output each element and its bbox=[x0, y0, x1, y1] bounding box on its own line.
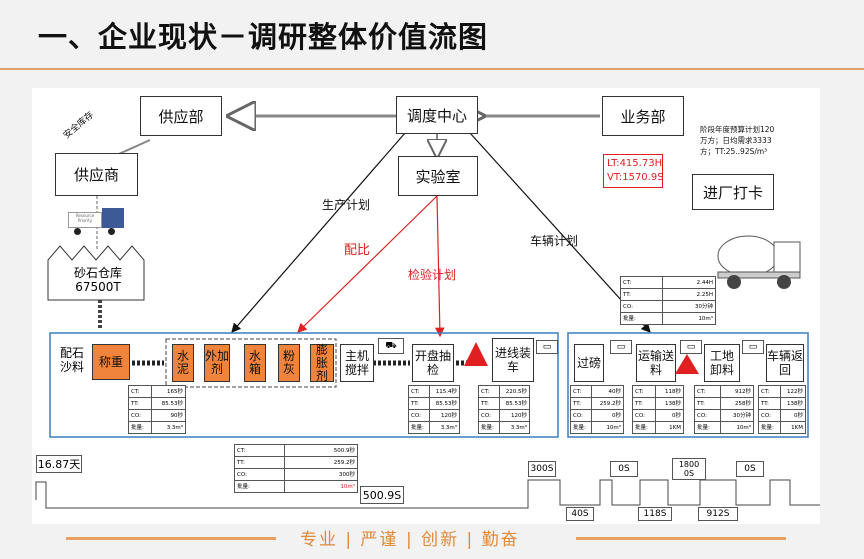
entry-note: 阶段年度预算计划120万方；日均需求3333方；TT:25..92S/m³ bbox=[700, 125, 775, 156]
transport-data-table: CT:118秒 TT:138秒 CO:0秒 批量:1KM bbox=[631, 385, 684, 434]
lead-time: LT:415.73H bbox=[607, 158, 663, 169]
loading-step: 进线装车 bbox=[492, 338, 534, 382]
title-divider bbox=[0, 68, 864, 70]
mixer-truck-icon bbox=[717, 235, 801, 289]
footer-line-left bbox=[66, 537, 276, 540]
timeline-total-days: 16.87天 bbox=[36, 455, 82, 473]
business-dept-box: 业务部 bbox=[602, 96, 684, 136]
open-check-data-table: CT:115.4秒 TT:85.53秒 CO:120秒 批量:3.3m³ bbox=[408, 385, 461, 434]
timeline-300s: 300S bbox=[528, 461, 556, 477]
expander-step: 膨胀剂 bbox=[310, 343, 334, 382]
timeline-1800s: 1800 0S bbox=[672, 458, 706, 480]
summary-data-table: CT:500.9秒 TT:259.2秒 CO:300秒 批量:10m³ bbox=[234, 444, 359, 493]
loading-data-table: CT:220.5秒 TT:85.53秒 CO:120秒 批量:3.3m³ bbox=[478, 385, 531, 434]
batching-step: 配石沙料 bbox=[60, 346, 85, 374]
timeline-912s: 912S bbox=[698, 507, 738, 521]
weigh-step: 称重 bbox=[92, 344, 130, 380]
entry-checkin-box: 进厂打卡 bbox=[692, 174, 774, 210]
vehicle-plan-label: 车辆计划 bbox=[530, 234, 579, 248]
weighbridge-step: 过磅 bbox=[574, 344, 604, 382]
supply-dept-box: 供应部 bbox=[140, 96, 222, 136]
supply-truck-icon: Resource Priority bbox=[68, 208, 128, 236]
site-unload-step: 工地卸料 bbox=[704, 344, 740, 382]
value-time: VT:1570.9S bbox=[607, 172, 664, 183]
truck-icon-1: ▭ bbox=[536, 340, 558, 354]
inventory-triangle-1 bbox=[464, 342, 488, 366]
truck-icon-4: ▭ bbox=[742, 340, 764, 354]
inspection-plan-label: 检验计划 bbox=[408, 268, 457, 282]
lt-vt-box: LT:415.73H VT:1570.9S bbox=[603, 154, 664, 188]
inspection-plan-line bbox=[435, 195, 445, 338]
raw-material-group bbox=[165, 338, 337, 388]
water-tank-step: 水箱 bbox=[244, 344, 266, 382]
truck-icon-3: ▭ bbox=[680, 340, 702, 354]
transport-step: 运输送料 bbox=[636, 344, 676, 382]
weigh-data-table: CT:165秒 TT:85.53秒 CO:90秒 批量:3.3m³ bbox=[127, 385, 186, 434]
production-plan-line bbox=[231, 132, 406, 333]
open-check-step: 开盘抽检 bbox=[412, 344, 454, 382]
truck-icon-2: ▭ bbox=[610, 340, 632, 354]
plant-process-frame bbox=[49, 332, 559, 438]
site-data-table: CT:912秒 TT:258秒 CO:30分钟 批量:10m³ bbox=[694, 385, 755, 434]
return-data-table: CT:122秒 TT:138秒 CO:0秒 批量:1KM bbox=[758, 385, 807, 434]
timeline-0s-b: 0S bbox=[736, 461, 764, 477]
timeline-118s: 118S bbox=[638, 507, 672, 521]
truck-data-table: CT:2.44H TT:2.25H CO:30分钟 批量:10m³ bbox=[620, 276, 717, 325]
lab-box: 实验室 bbox=[398, 156, 478, 196]
warehouse-icon bbox=[47, 245, 145, 301]
warehouse-name: 砂石仓库 bbox=[73, 266, 122, 280]
warehouse-label: 砂石仓库 67500T bbox=[46, 266, 150, 294]
mixer-step: 主机搅拌 bbox=[340, 344, 374, 382]
dispatch-center-box: 调度中心 bbox=[396, 96, 478, 134]
ash-step: 粉灰 bbox=[278, 344, 300, 382]
forklift-icon: ⛟ bbox=[378, 338, 404, 354]
delivery-process-frame bbox=[567, 332, 809, 438]
mix-ratio-label: 配比 bbox=[344, 243, 371, 258]
timeline-plant-ct: 500.9S bbox=[360, 486, 404, 504]
timeline-0s-a: 0S bbox=[610, 461, 638, 477]
footer-slogan: 专业 | 严谨 | 创新 | 勤奋 bbox=[300, 530, 520, 550]
footer-line-right bbox=[576, 537, 786, 540]
page-title: 一、企业现状－调研整体价值流图 bbox=[38, 20, 489, 54]
timeline-40s: 40S bbox=[566, 507, 594, 521]
cement-step: 水泥 bbox=[172, 344, 194, 382]
supplier-box: 供应商 bbox=[55, 153, 138, 196]
weighbridge-data-table: CT:40秒 TT:259.2秒 CO:0秒 批量:10m³ bbox=[569, 385, 624, 434]
production-plan-label: 生产计划 bbox=[322, 198, 371, 212]
timeline-ladder bbox=[35, 479, 820, 509]
truck-label: Resource Priority bbox=[68, 212, 102, 228]
admixture-step: 外加剂 bbox=[204, 344, 230, 382]
vehicle-return-step: 车辆返回 bbox=[766, 344, 804, 382]
mix-ratio-line bbox=[297, 195, 438, 333]
warehouse-qty: 67500T bbox=[75, 280, 121, 294]
inventory-triangle-2 bbox=[675, 354, 699, 374]
